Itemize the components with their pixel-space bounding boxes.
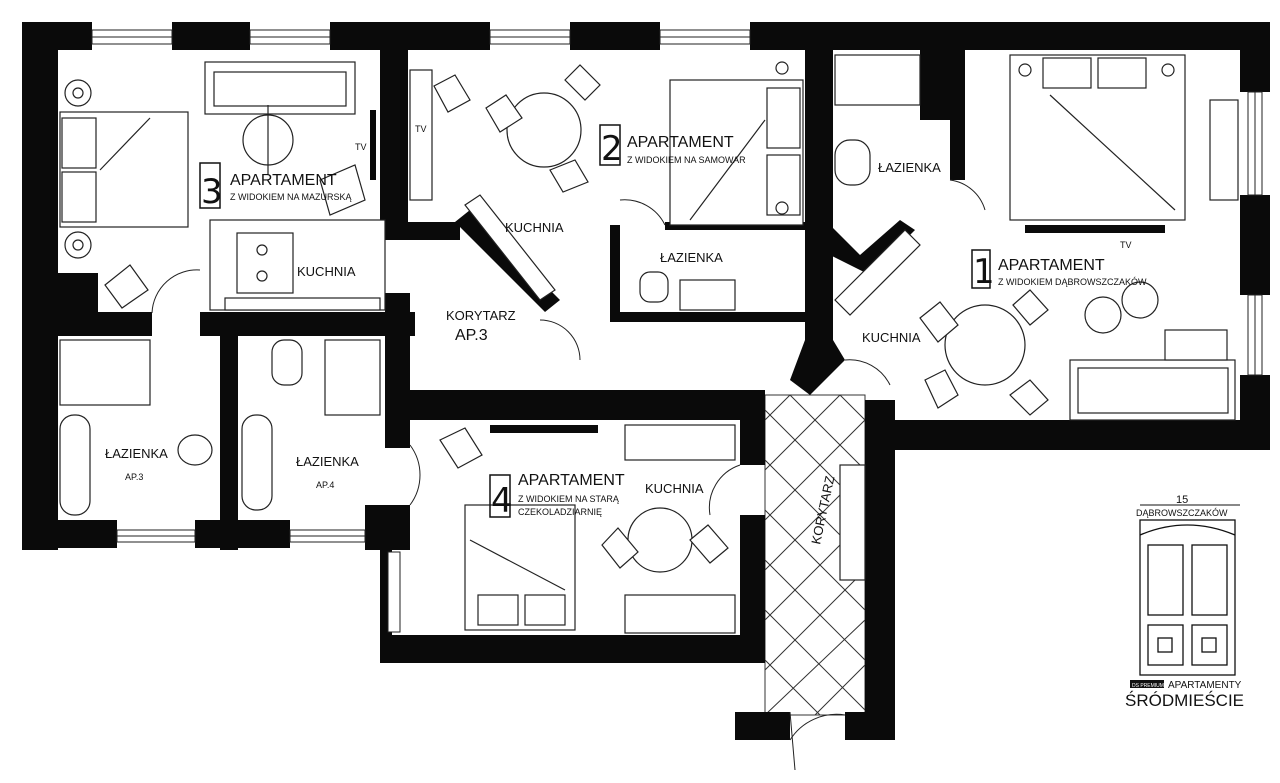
apartment-2-number: 2 <box>601 129 623 169</box>
bathroom-4-title: ŁAZIENKA <box>296 454 359 469</box>
apartment-4-subtitle-1: Z WIDOKIEM NA STARĄ <box>518 494 620 504</box>
logo-line1: APARTAMENTY <box>1168 680 1242 691</box>
table-ap2 <box>506 92 582 168</box>
bathroom-4-sub: AP.4 <box>316 480 334 490</box>
corridor-ap3-sub: AP.3 <box>455 327 488 344</box>
kitchen-4-label: KUCHNIA <box>645 481 704 496</box>
apartment-4-label: 4 APARTAMENT Z WIDOKIEM NA STARĄ CZEKOLA… <box>489 472 704 521</box>
table-ap1 <box>944 304 1026 386</box>
apartment-1-subtitle: Z WIDOKIEM DĄBROWSZCZAKÓW <box>998 277 1147 287</box>
logo-street: DĄBROWSZCZAKÓW <box>1136 508 1228 518</box>
apartment-4-subtitle-2: CZEKOLADZIARNIĘ <box>518 507 602 517</box>
logo-number: 15 <box>1176 494 1188 506</box>
walls <box>22 22 1270 740</box>
apartment-4-number: 4 <box>491 481 513 521</box>
kitchen-2-label: KUCHNIA <box>505 220 564 235</box>
kitchen-3-label: KUCHNIA <box>297 264 356 279</box>
tv-3-label: TV <box>355 142 367 152</box>
apartment-2-title: APARTAMENT <box>627 134 734 151</box>
apartment-4-title: APARTAMENT <box>518 472 625 489</box>
apartment-3-number: 3 <box>201 172 223 212</box>
bathroom-3-sub: AP.3 <box>125 472 143 482</box>
apartment-2-subtitle: Z WIDOKIEM NA SAMOWAR <box>627 155 746 165</box>
apartment-1-title: APARTAMENT <box>998 257 1105 274</box>
apartment-1-number: 1 <box>973 252 995 292</box>
bathroom-fixtures <box>59 339 381 516</box>
tv-1-label: TV <box>1120 240 1132 250</box>
bathroom-2-label: ŁAZIENKA <box>660 250 723 265</box>
apartment-1-furniture <box>834 54 1239 421</box>
apartment-3-title: APARTAMENT <box>230 172 337 189</box>
bathroom-3-label: ŁAZIENKA <box>105 446 168 461</box>
apartment-2-furniture <box>409 61 804 311</box>
logo: 15 DĄBROWSZCZAKÓW DS PREMIUM APARTAMENTY… <box>1125 494 1244 710</box>
apartment-3-label: 3 APARTAMENT Z WIDOKIEM NA MAZURSKĄ KUCH… <box>105 142 516 482</box>
bathroom-1-label: ŁAZIENKA <box>878 160 941 175</box>
kitchen-counter-ap2 <box>464 194 556 301</box>
logo-door-icon <box>1139 519 1236 676</box>
logo-line2: ŚRÓDMIEŚCIE <box>1125 691 1244 710</box>
apartment-3-subtitle: Z WIDOKIEM NA MAZURSKĄ <box>230 192 353 202</box>
bathroom-4-label: ŁAZIENKA AP.4 <box>296 454 359 490</box>
kitchen-1-label: KUCHNIA <box>862 330 921 345</box>
apartment-3-furniture <box>58 61 386 313</box>
windows <box>91 29 1263 633</box>
logo-badge: DS PREMIUM <box>1132 683 1164 689</box>
apartment-2-label: 2 APARTAMENT Z WIDOKIEM NA SAMOWAR KUCHN… <box>415 124 746 265</box>
kitchen-counter-ap1 <box>834 229 921 316</box>
corridor-ap3-label: KORYTARZ <box>446 308 516 323</box>
tv-stand-ap2 <box>409 69 433 201</box>
table-ap4 <box>627 507 693 573</box>
apartment-4-furniture <box>439 424 866 634</box>
tv-2-label: TV <box>415 124 427 134</box>
logo-badge-bg <box>1130 680 1164 688</box>
doors <box>151 179 986 771</box>
apartment-1-label: 1 APARTAMENT Z WIDOKIEM DĄBROWSZCZAKÓW Ł… <box>862 160 1147 345</box>
